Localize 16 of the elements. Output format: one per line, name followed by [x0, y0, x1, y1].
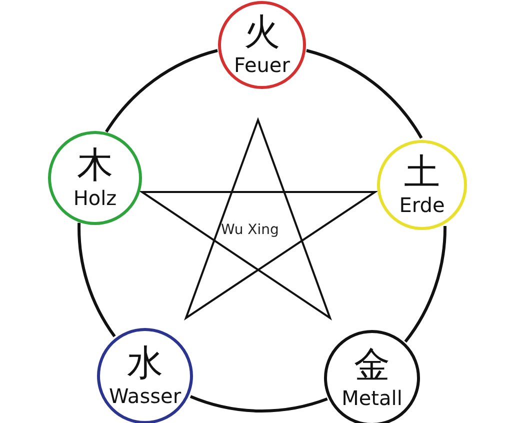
connector-arc [306, 49, 423, 139]
connector-arc [190, 395, 328, 412]
chinese-character: 木 [77, 146, 113, 186]
element-name: Erde [399, 193, 445, 217]
connector-arc [105, 49, 218, 133]
element-name: Metall [342, 386, 402, 410]
element-name: Holz [73, 186, 117, 210]
chinese-character: 土 [404, 153, 440, 193]
chinese-character: 金 [354, 346, 390, 386]
chinese-character: 火 [244, 13, 280, 53]
center-label: Wu Xing [221, 222, 279, 238]
element-name: Feuer [234, 53, 290, 77]
connector-arc [404, 226, 446, 343]
element-name: Wasser [108, 384, 182, 408]
chinese-character: 水 [127, 344, 163, 384]
connector-arc [78, 222, 116, 338]
